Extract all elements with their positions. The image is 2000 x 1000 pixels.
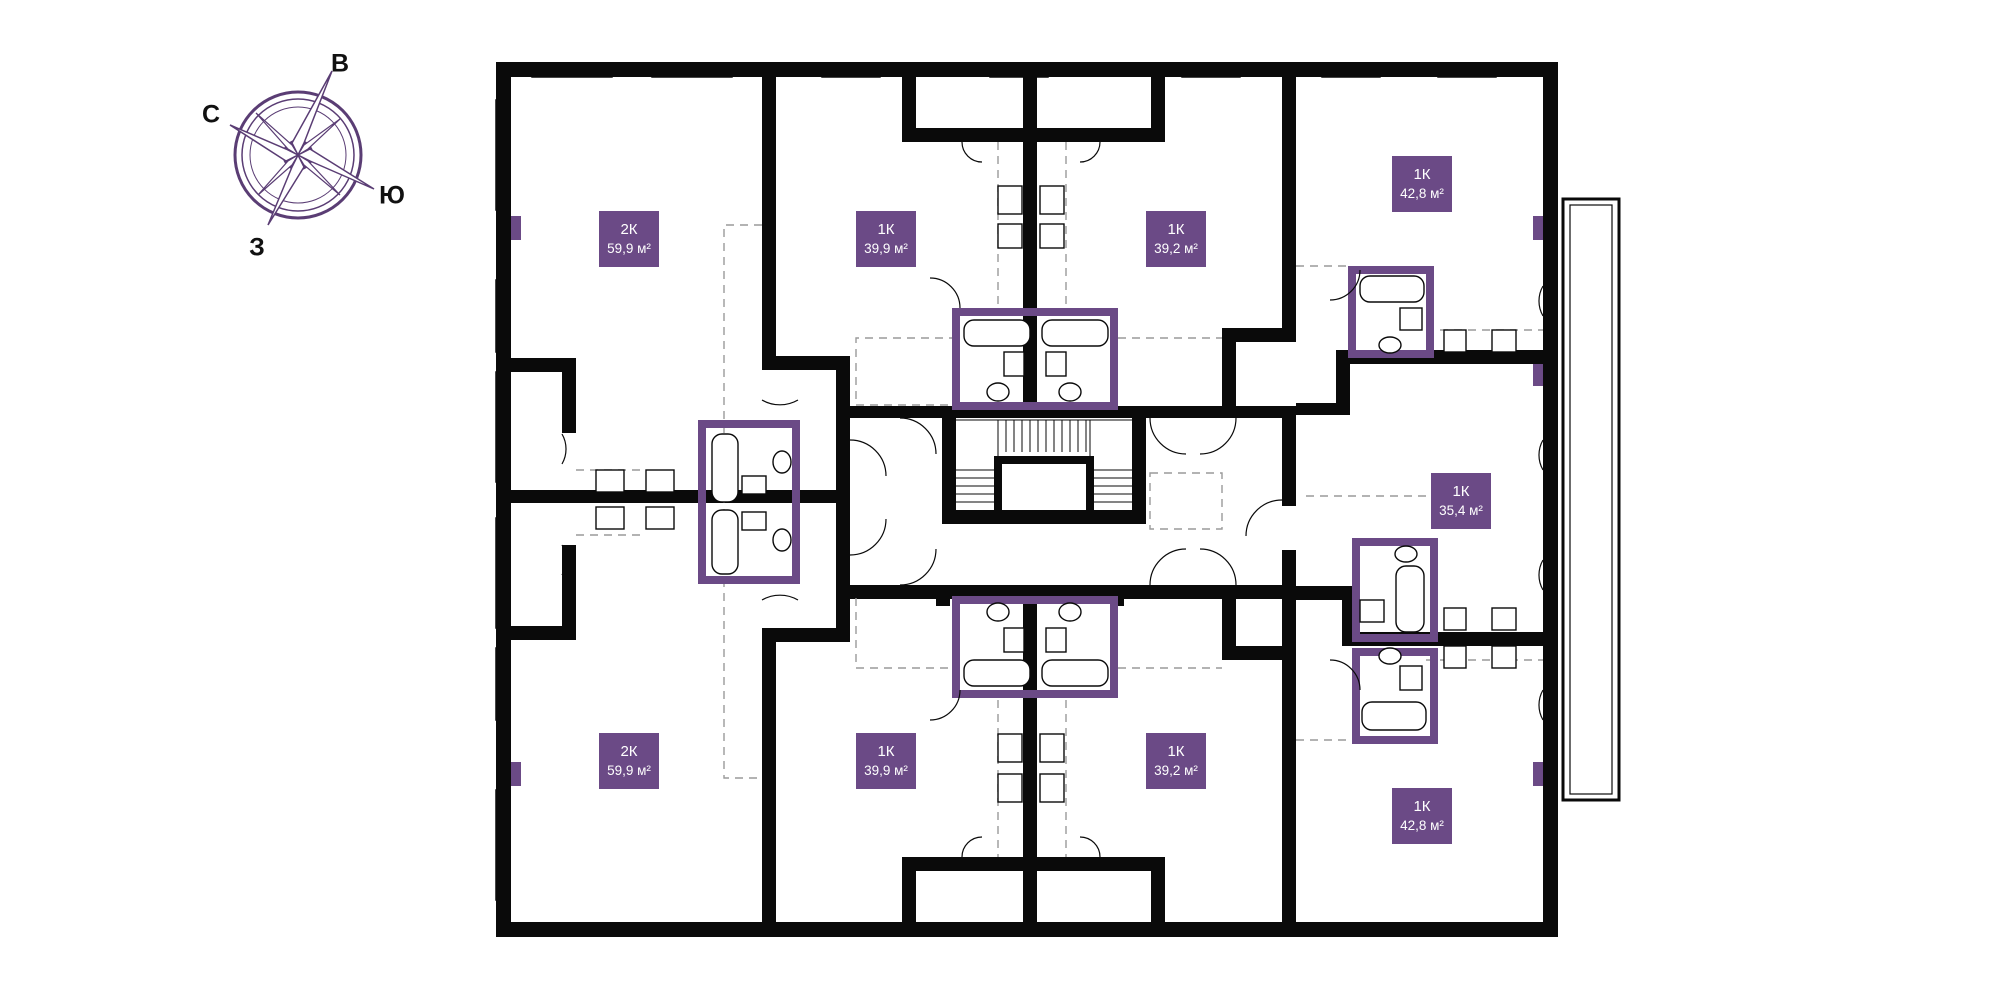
bathroom-mid-right (1352, 538, 1438, 642)
apartment-type: 1К (877, 221, 895, 238)
door-icons (561, 141, 1544, 858)
apartment-badge-1k-mid-right[interactable]: 1К 35,4 м² (1431, 473, 1491, 529)
apartment-type: 2К (620, 221, 638, 238)
sink-icons (741, 307, 1423, 691)
apartment-type: 1К (1413, 798, 1431, 815)
compass-west-label: З (249, 233, 265, 262)
apartment-badge-1k-top-left[interactable]: 1К 39,9 м² (856, 211, 916, 267)
toilet-icons (772, 336, 1418, 665)
bathtub-icons (711, 275, 1427, 731)
apartment-area: 39,2 м² (1154, 763, 1198, 778)
apartment-badge-1k-bot-mid[interactable]: 1К 39,2 м² (1146, 733, 1206, 789)
apartment-area: 59,9 м² (607, 241, 651, 256)
bathroom-top-mid (952, 308, 1118, 410)
apartment-type: 2К (620, 743, 638, 760)
bathroom-2k-top (698, 420, 800, 584)
apartment-badge-1k-bot-right[interactable]: 1К 42,8 м² (1392, 788, 1452, 844)
apartment-area: 42,8 м² (1400, 818, 1444, 833)
apartment-badge-1k-top-mid[interactable]: 1К 39,2 м² (1146, 211, 1206, 267)
apartment-badge-1k-top-right[interactable]: 1К 42,8 м² (1392, 156, 1452, 212)
apartment-area: 35,4 м² (1439, 503, 1483, 518)
apartment-badge-2k-bottom[interactable]: 2К 59,9 м² (599, 733, 659, 789)
apartment-area: 42,8 м² (1400, 186, 1444, 201)
bathroom-bot-mid (952, 596, 1118, 698)
apartment-badge-2k-top[interactable]: 2К 59,9 м² (599, 211, 659, 267)
bathroom-top-right (1348, 266, 1434, 358)
apartment-type: 1К (877, 743, 895, 760)
compass-east-label: В (330, 49, 350, 78)
heater-markers (511, 216, 1543, 786)
apartment-badge-1k-bot-left[interactable]: 1К 39,9 м² (856, 733, 916, 789)
balconies (1561, 197, 1621, 802)
compass-north-label: С (201, 100, 221, 129)
compass-rose-icon (229, 70, 375, 226)
apartment-area: 39,2 м² (1154, 241, 1198, 256)
apartment-area: 39,9 м² (864, 241, 908, 256)
bathrooms (698, 266, 1438, 744)
walls (496, 62, 1558, 937)
apartment-area: 59,9 м² (607, 763, 651, 778)
apartment-type: 1К (1413, 166, 1431, 183)
compass-south-label: Ю (379, 181, 405, 210)
kitchen-icons (595, 185, 1517, 803)
apartment-type: 1К (1167, 743, 1185, 760)
apartment-type: 1К (1452, 483, 1470, 500)
apartment-type: 1К (1167, 221, 1185, 238)
staircase (956, 419, 1132, 522)
apartment-area: 39,9 м² (864, 763, 908, 778)
